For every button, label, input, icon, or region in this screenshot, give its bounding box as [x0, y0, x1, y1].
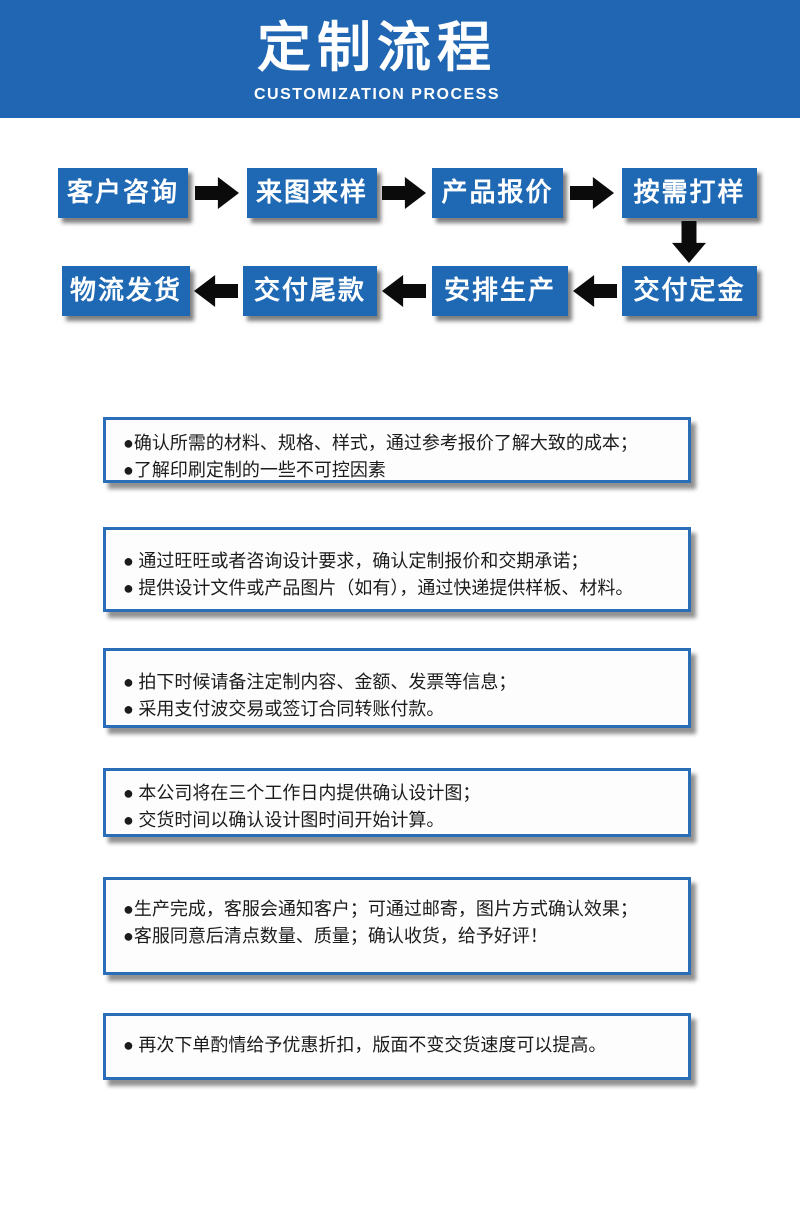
- flow-arrow-down-icon: [672, 221, 706, 263]
- note-line: ●生产完成，客服会通知客户；可通过邮寄，图片方式确认效果；: [123, 899, 638, 919]
- note-box-design-confirmation: ● 本公司将在三个工作日内提供确认设计图； ● 交货时间以确认设计图时间开始计算…: [103, 768, 691, 837]
- note-line: ● 再次下单酌情给予优惠折扣，版面不变交货速度可以提高。: [123, 1035, 607, 1055]
- note-box-production-complete: ●生产完成，客服会通知客户；可通过邮寄，图片方式确认效果； ●客服同意后清点数量…: [103, 877, 691, 975]
- note-line: ● 拍下时候请备注定制内容、金额、发票等信息；: [123, 672, 517, 692]
- note-line: ●确认所需的材料、规格、样式，通过参考报价了解大致的成本；: [123, 433, 638, 453]
- page-title: 定制流程: [257, 18, 497, 78]
- note-line: ● 通过旺旺或者咨询设计要求，确认定制报价和交期承诺；: [123, 551, 589, 571]
- flow-step-provide-drawings-samples: 来图来样: [247, 168, 377, 218]
- header-banner: 定制流程 CUSTOMIZATION PROCESS: [0, 0, 800, 118]
- flow-step-logistics-shipping: 物流发货: [62, 266, 190, 316]
- flow-step-product-quotation: 产品报价: [432, 168, 563, 218]
- note-line: ●了解印刷定制的一些不可控因素: [123, 460, 386, 480]
- flow-step-arrange-production: 安排生产: [432, 266, 568, 316]
- note-box-repeat-order: ● 再次下单酌情给予优惠折扣，版面不变交货速度可以提高。: [103, 1013, 691, 1080]
- note-box-drawings-samples: ● 通过旺旺或者咨询设计要求，确认定制报价和交期承诺； ● 提供设计文件或产品图…: [103, 527, 691, 612]
- flow-arrow-left-icon: [573, 275, 617, 307]
- note-line: ● 采用支付波交易或签订合同转账付款。: [123, 699, 445, 719]
- note-line: ●客服同意后清点数量、质量；确认收货，给予好评！: [123, 926, 548, 946]
- flow-step-sampling-on-demand: 按需打样: [622, 168, 757, 218]
- note-line: ● 本公司将在三个工作日内提供确认设计图；: [123, 783, 481, 803]
- flow-step-pay-balance: 交付尾款: [243, 266, 377, 316]
- note-line: ● 提供设计文件或产品图片（如有），通过快递提供样板、材料。: [123, 578, 634, 598]
- flow-step-pay-deposit: 交付定金: [622, 266, 757, 316]
- flow-arrow-left-icon: [194, 275, 238, 307]
- page-subtitle: CUSTOMIZATION PROCESS: [253, 86, 501, 103]
- flow-step-customer-inquiry: 客户咨询: [58, 168, 188, 218]
- flow-arrow-right-icon: [570, 177, 614, 209]
- flow-arrow-left-icon: [382, 275, 426, 307]
- flow-arrow-right-icon: [382, 177, 426, 209]
- note-box-customer-inquiry: ●确认所需的材料、规格、样式，通过参考报价了解大致的成本； ●了解印刷定制的一些…: [103, 417, 691, 483]
- note-line: ● 交货时间以确认设计图时间开始计算。: [123, 810, 445, 830]
- note-box-order-remarks: ● 拍下时候请备注定制内容、金额、发票等信息； ● 采用支付波交易或签订合同转账…: [103, 648, 691, 728]
- flow-arrow-right-icon: [195, 177, 239, 209]
